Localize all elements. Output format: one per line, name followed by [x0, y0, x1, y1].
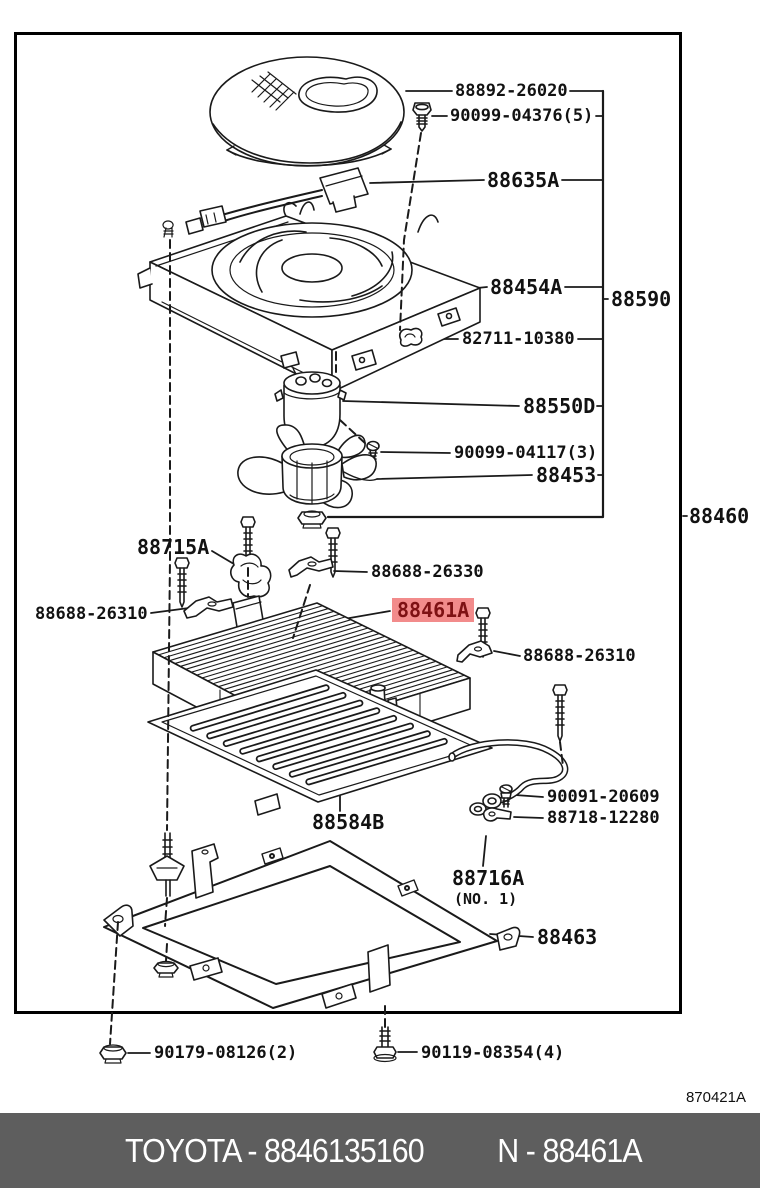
part-label-88590[interactable]: 88590	[611, 287, 672, 311]
part-label-88454A[interactable]: 88454A	[490, 275, 563, 299]
part-label-90179-08126[interactable]: 90179-08126(2)	[154, 1043, 298, 1063]
part-label-88892-26020[interactable]: 88892-26020	[455, 81, 568, 101]
part-label-88688-26310-left[interactable]: 88688-26310	[35, 604, 148, 624]
part-label-90099-04376[interactable]: 90099-04376(5)	[450, 106, 594, 126]
part-label-88688-26330[interactable]: 88688-26330	[371, 562, 484, 582]
nut-90179-drawing	[99, 1044, 127, 1064]
part-label-82711-10380[interactable]: 82711-10380	[462, 329, 575, 349]
part-label-88550D[interactable]: 88550D	[523, 394, 596, 418]
part-label-88635A[interactable]: 88635A	[487, 168, 560, 192]
diagram-code: 870421A	[685, 1089, 746, 1106]
footer-catalog-code: TOYOTA - 8846135160	[124, 1131, 425, 1169]
part-label-88715A[interactable]: 88715A	[137, 535, 210, 559]
part-label-88716A-note: (NO. 1)	[454, 890, 518, 908]
footer-bar: TOYOTA - 8846135160 N - 88461A	[0, 1113, 760, 1188]
part-label-88688-26310-right[interactable]: 88688-26310	[523, 646, 636, 666]
part-label-88463[interactable]: 88463	[537, 925, 598, 949]
part-label-90119-08354[interactable]: 90119-08354(4)	[421, 1043, 565, 1063]
part-label-88584B[interactable]: 88584B	[312, 810, 385, 834]
footer-part-ref: N - 88461A	[497, 1131, 643, 1169]
part-label-88716A[interactable]: 88716A	[452, 866, 525, 890]
bolt-90119-drawing	[373, 1026, 397, 1063]
part-label-90099-04117[interactable]: 90099-04117(3)	[454, 443, 598, 463]
part-label-90091-20609[interactable]: 90091-20609	[547, 787, 660, 807]
part-label-88460[interactable]: 88460	[689, 504, 750, 528]
part-label-88718-12280[interactable]: 88718-12280	[547, 808, 660, 828]
part-label-88453[interactable]: 88453	[536, 463, 597, 487]
diagram-border	[14, 32, 682, 1014]
part-label-88461A-highlighted[interactable]: 88461A	[392, 598, 475, 622]
